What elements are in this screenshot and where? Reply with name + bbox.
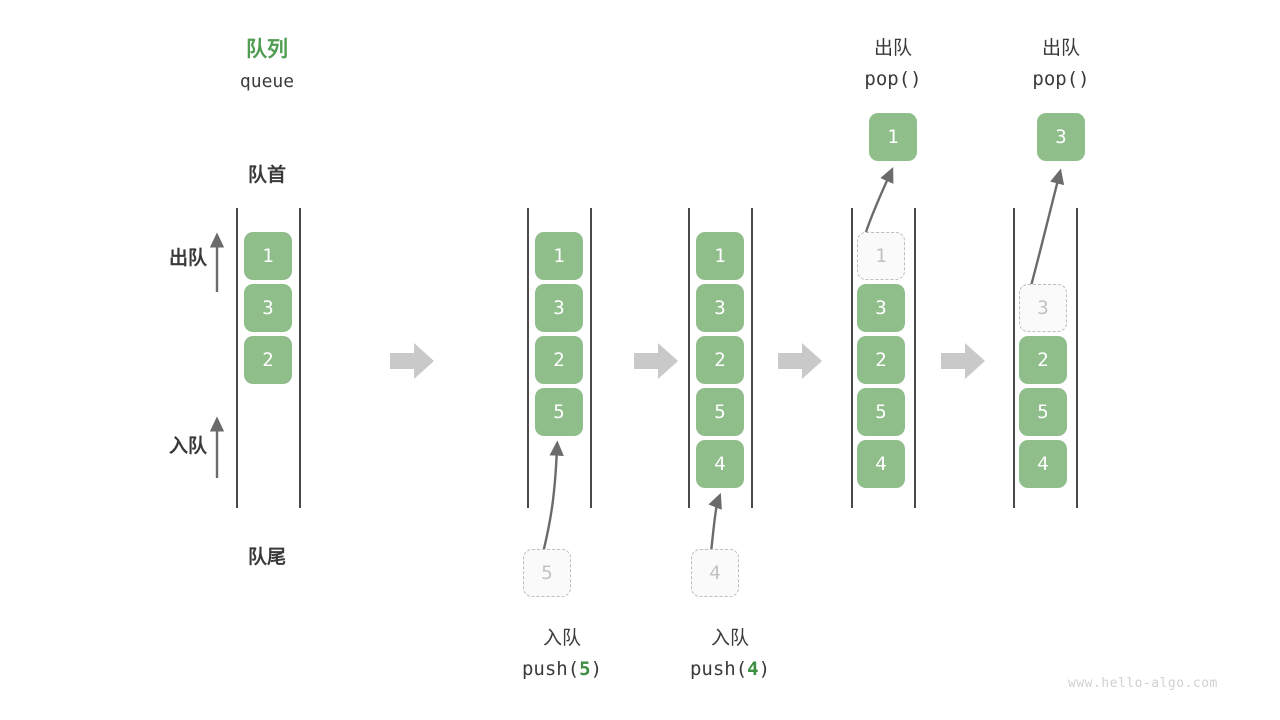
queue-cell: 5 [857,388,905,436]
queue-front-label: 队首 [247,164,286,186]
queue-cell: 2 [535,336,583,384]
queue-cell: 2 [1019,336,1067,384]
operation-code-prefix: push( [689,658,748,680]
queue-cell-new: 4 [696,440,744,488]
operation-label-cn: 入队 [710,627,749,649]
pop-1-arrow [864,167,894,233]
queue-cell: 1 [244,232,292,280]
separator-arrow-icon [634,341,678,381]
push-4-arrow [708,492,722,554]
popped-result-cell: 1 [869,113,917,161]
page-subtitle: queue [239,71,295,92]
incoming-ghost-cell: 4 [691,549,739,597]
site-watermark: www.hello-algo.com [1068,676,1218,691]
queue-cell: 5 [696,388,744,436]
operation-code-suffix: ) [590,658,603,680]
queue-cell: 3 [244,284,292,332]
operation-code-suffix: ) [758,658,771,680]
queue-cell: 2 [244,336,292,384]
separator-arrow-icon [941,341,985,381]
pop-3-arrow [1028,168,1065,291]
separator-arrow-icon [390,341,434,381]
queue-rail-left [1013,208,1015,508]
queue-rail-left [527,208,529,508]
queue-cell: 3 [535,284,583,332]
push-5-arrow [541,440,564,554]
queue-cell: 5 [1019,388,1067,436]
queue-cell-new: 5 [535,388,583,436]
queue-rail-left [236,208,238,508]
operation-code-prefix: push( [521,658,580,680]
operation-label-code: pop() [864,68,922,90]
queue-cell: 2 [696,336,744,384]
queue-cell: 1 [696,232,744,280]
queue-rail-right [751,208,753,508]
queue-cell: 3 [857,284,905,332]
popped-result-cell: 3 [1037,113,1085,161]
queue-rail-left [851,208,853,508]
queue-cell: 4 [1019,440,1067,488]
queue-cell: 1 [535,232,583,280]
queue-cell: 3 [696,284,744,332]
operation-label-cn: 入队 [542,627,581,649]
queue-rear-label: 队尾 [247,546,286,568]
queue-cell: 2 [857,336,905,384]
operation-label-code: push(5) [487,658,637,680]
dequeue-direction-label: 出队 [168,247,207,269]
queue-cell: 4 [857,440,905,488]
operation-code-arg: 4 [747,658,759,680]
queue-rail-right [1076,208,1078,508]
operation-label-code: pop() [1032,68,1090,90]
queue-rail-left [688,208,690,508]
queue-cell-removed: 1 [857,232,905,280]
operation-label-cn: 出队 [1041,37,1080,59]
queue-cell-removed: 3 [1019,284,1067,332]
separator-arrow-icon [778,341,822,381]
queue-rail-right [914,208,916,508]
page-title: 队列 [246,37,288,61]
incoming-ghost-cell: 5 [523,549,571,597]
enqueue-direction-label: 入队 [168,435,207,457]
operation-label-cn: 出队 [873,37,912,59]
queue-rail-right [590,208,592,508]
queue-rail-right [299,208,301,508]
operation-label-code: push(4) [655,658,805,680]
operation-code-arg: 5 [579,658,591,680]
